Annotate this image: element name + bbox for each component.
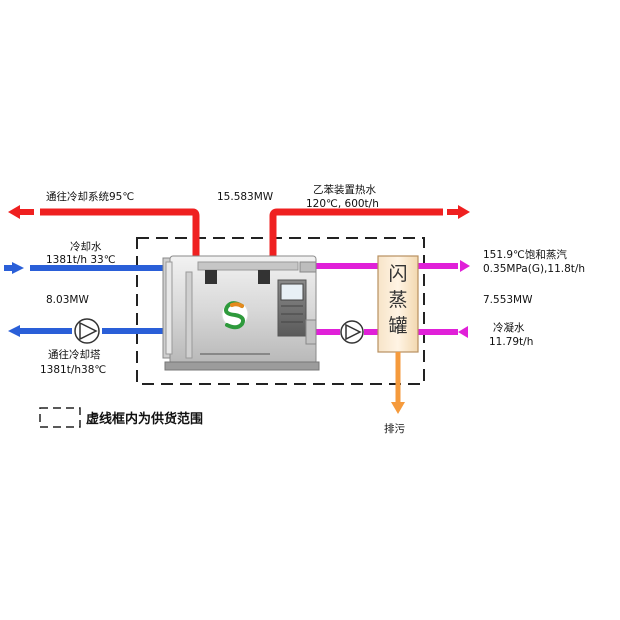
flash-tank-label-1: 闪 — [388, 263, 407, 285]
label-benzene-spec: 120℃, 600t/h — [306, 198, 379, 210]
s-logo-icon — [221, 300, 249, 330]
label-cooling-water: 冷却水 — [70, 240, 102, 253]
label-cooling-system-out: 通往冷却系统95℃ — [46, 190, 134, 203]
arrow-icon — [8, 325, 20, 337]
label-power-right: 7.553MW — [483, 294, 533, 306]
label-condensate-spec: 11.79t/h — [489, 336, 533, 348]
arrow-icon — [8, 205, 20, 219]
label-cooling-tower-out: 通往冷却塔 — [48, 348, 101, 361]
arrow-icon — [458, 326, 468, 338]
label-drain: 排污 — [384, 422, 405, 435]
legend-dashed-swatch — [39, 407, 81, 428]
pump-icon — [340, 320, 364, 344]
heat-pump-unit — [162, 255, 320, 371]
arrow-icon — [458, 205, 470, 219]
flash-tank-label-3: 罐 — [388, 315, 407, 337]
steam-pipes — [316, 263, 458, 335]
label-benzene-hot-water: 乙苯装置热水 — [313, 183, 376, 196]
arrow-icon-stem — [20, 328, 30, 334]
label-steam-spec: 0.35MPa(G),11.8t/h — [483, 263, 585, 275]
label-power-left: 8.03MW — [46, 294, 89, 306]
arrow-icon-stem — [447, 209, 458, 215]
label-cooling-tower-spec: 1381t/h38℃ — [40, 364, 106, 376]
arrow-icon-stem — [4, 265, 12, 271]
cooling-water-pipes — [30, 265, 170, 334]
arrow-icon — [391, 402, 405, 414]
arrow-icon-stem — [20, 209, 34, 215]
flash-tank-label-2: 蒸 — [388, 289, 407, 311]
flash-tank: 闪 蒸 罐 — [377, 255, 419, 353]
label-condensate-in: 冷凝水 — [493, 321, 525, 334]
legend-label: 虚线框内为供货范围 — [86, 411, 203, 427]
legend: 虚线框内为供货范围 — [39, 407, 203, 428]
hot-water-pipes — [40, 208, 443, 262]
arrow-icon — [12, 262, 24, 274]
supply-scope-box — [136, 237, 425, 385]
pump-icon — [74, 318, 100, 344]
label-cooling-water-spec: 1381t/h 33℃ — [46, 254, 116, 266]
label-power-top: 15.583MW — [217, 191, 274, 203]
arrow-icon — [460, 260, 470, 272]
label-steam-out: 151.9℃饱和蒸汽 — [483, 248, 567, 261]
